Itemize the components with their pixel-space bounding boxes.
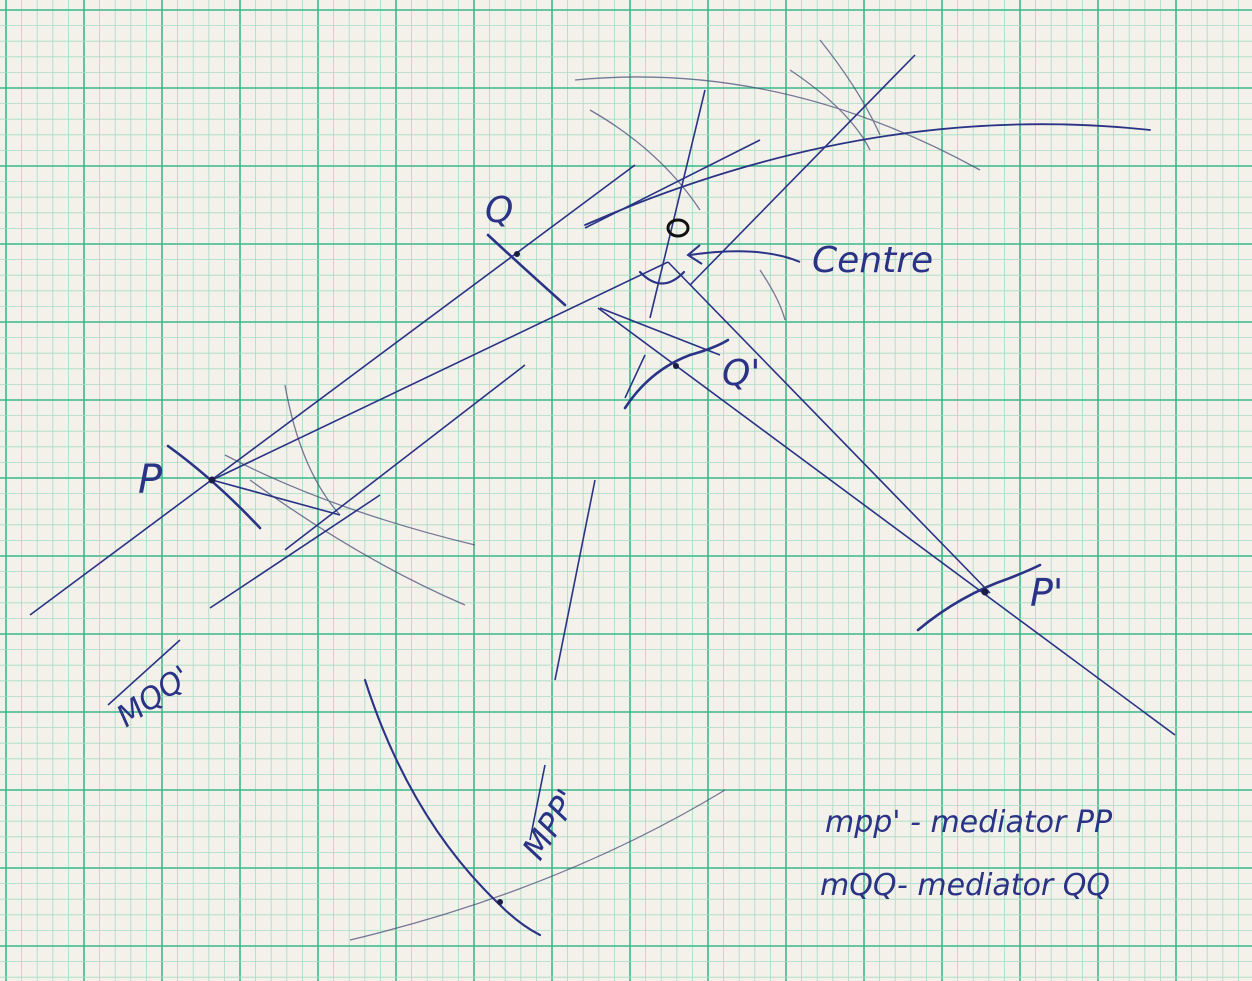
arc-left-lower-3: [224, 454, 476, 546]
point-markers: [208, 218, 989, 905]
arc-mid-right: [759, 269, 786, 321]
arc-left-lower: [284, 384, 341, 516]
line-mediator-pp-lower: [554, 479, 596, 681]
label-p: P: [138, 457, 163, 503]
ink-lines: [29, 54, 1176, 841]
arc-through-q-prime: [623, 338, 730, 410]
label-p-prime: P': [1030, 571, 1063, 615]
point-p-prime-dot: [981, 588, 989, 596]
arc-left-lower-2: [249, 479, 466, 606]
label-q: Q: [485, 190, 513, 231]
line-q-prime-to-p-prime: [597, 307, 1176, 736]
construction-arcs: [224, 39, 981, 941]
point-arcs: [166, 123, 1151, 937]
centre-arrow: [686, 244, 801, 265]
arc-bottom-right: [349, 789, 726, 941]
arc-through-p: [166, 444, 262, 530]
arc-top: [574, 76, 981, 171]
line-centre-short: [624, 354, 646, 399]
line-p-to-arc: [211, 479, 341, 516]
arc-through-p-prime: [916, 563, 1042, 632]
line-mediator-qq-mid: [284, 364, 526, 551]
point-q-prime-dot: [673, 363, 679, 369]
point-q-dot: [514, 251, 520, 257]
legend-notes: mpp' - mediator PP mQQ- mediator QQ: [820, 805, 1113, 903]
arc-upper-mid: [589, 109, 701, 211]
line-p-q-extended: [29, 164, 636, 616]
label-q-prime: Q': [722, 353, 760, 394]
legend-line-1: mpp' - mediator PP: [825, 805, 1113, 840]
legend-line-2: mQQ- mediator QQ: [820, 868, 1110, 903]
centre-arrow-shaft: [689, 250, 801, 263]
centre-arrow-head: [686, 244, 703, 265]
arc-through-q: [486, 233, 567, 307]
line-mediator-pp-bottom: [529, 764, 546, 841]
point-p-dot: [208, 476, 216, 484]
arc-long-top: [584, 123, 1151, 226]
label-centre: Centre: [812, 240, 933, 281]
point-bottom-dot: [497, 899, 503, 905]
line-centre-to-p-prime: [667, 261, 991, 594]
line-mqq-label-stroke: [107, 639, 181, 706]
line-p-double-arrow: [599, 307, 721, 356]
arc-right-small: [789, 69, 871, 151]
arc-bottom-left-long: [363, 678, 542, 937]
line-mediator-qq-lower: [209, 494, 381, 609]
line-mediator-pp-upper: [649, 89, 706, 319]
arc-right-upper: [819, 39, 881, 136]
line-upper-right-diagonal: [689, 54, 916, 286]
line-p-to-centre: [211, 261, 669, 481]
centre-o-circle: [666, 218, 690, 238]
arc-centre-small: [638, 270, 686, 285]
